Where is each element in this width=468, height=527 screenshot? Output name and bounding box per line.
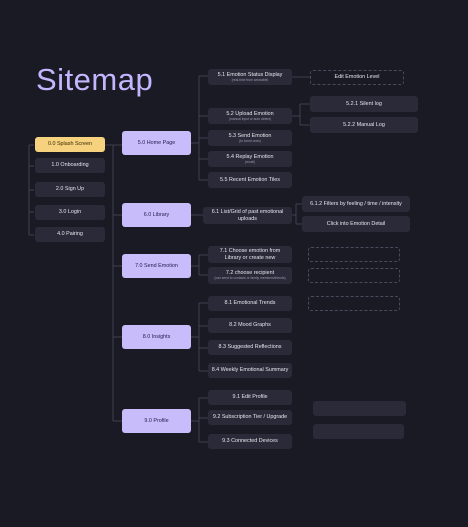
node-placeholder-3 (308, 296, 400, 311)
node-label: Edit Emotion Level (334, 74, 380, 81)
node-label: 1.0 Onboarding (51, 162, 89, 169)
node-send-emotion[interactable]: 7.0 Send Emotion (122, 254, 191, 278)
node-emotional-trends[interactable]: 8.1 Emotional Trends (208, 296, 292, 311)
node-sublabel: (can send to contacts or family members/… (214, 276, 286, 281)
node-label: 8.3 Suggested Reflections (218, 344, 282, 351)
node-label: 5.2 Upload Emotion (226, 110, 274, 117)
node-placeholder-2 (308, 268, 400, 283)
node-label: 9.1 Edit Profile (232, 394, 268, 401)
node-home-page[interactable]: 5.0 Home Page (122, 131, 191, 155)
node-label: 8.0 Insights (142, 333, 171, 340)
node-sublabel: (manual input or auto detect) (228, 116, 272, 121)
node-label: 5.1 Emotion Status Display (217, 71, 283, 78)
node-manual-log[interactable]: 5.2.2 Manual Log (310, 117, 418, 133)
node-label: 8.2 Mood Graphs (229, 322, 271, 329)
node-login[interactable]: 3.0 Login (35, 205, 105, 220)
node-past-uploads-list[interactable]: 6.1 List/Grid of past emotional uploads (203, 207, 292, 224)
node-sign-up[interactable]: 2.0 Sign Up (35, 182, 105, 197)
node-label: 6.0 Library (143, 211, 170, 218)
node-connected-devices[interactable]: 9.3 Connected Devices (208, 434, 292, 449)
node-upload-emotion[interactable]: 5.2 Upload Emotion(manual input or auto … (208, 108, 292, 124)
node-subscription-tier[interactable]: 9.2 Subscription Tier / Upgrade (208, 410, 292, 425)
node-label: 5.5 Recent Emotion Tiles (220, 176, 280, 183)
node-label: 2.0 Sign Up (55, 186, 85, 193)
node-placeholder-4 (313, 401, 406, 416)
node-label: 7.0 Send Emotion (135, 262, 178, 269)
node-choose-emotion[interactable]: 7.1 Choose emotion from Library or creat… (208, 246, 292, 263)
node-label: 5.4 Replay Emotion (226, 153, 274, 160)
node-sublabel: (recall) (244, 159, 256, 164)
node-sublabel: (real-time from wearable) (231, 77, 269, 82)
node-sublabel: (to loved ones) (239, 138, 261, 143)
node-label: 9.2 Subscription Tier / Upgrade (212, 414, 288, 421)
node-label: 6.1.2 Filters by feeling / time / intens… (310, 200, 402, 207)
node-label: 5.2.2 Manual Log (343, 121, 385, 128)
node-label: 8.4 Weekly Emotional Summary (211, 367, 289, 374)
node-splash-screen[interactable]: 0.0 Splash Screen (35, 137, 105, 152)
node-label: 9.3 Connected Devices (222, 438, 278, 445)
node-replay-emotion[interactable]: 5.4 Replay Emotion(recall) (208, 151, 292, 167)
node-silent-log[interactable]: 5.2.1 Silent log (310, 96, 418, 112)
node-label: 4.0 Pairing (57, 231, 83, 238)
node-insights[interactable]: 8.0 Insights (122, 325, 191, 349)
node-send-emotion-child[interactable]: 5.3 Send Emotion(to loved ones) (208, 130, 292, 146)
node-edit-profile[interactable]: 9.1 Edit Profile (208, 390, 292, 405)
node-recent-emotion-tiles[interactable]: 5.5 Recent Emotion Tiles (208, 172, 292, 188)
node-placeholder-5 (313, 424, 404, 439)
node-emotion-detail[interactable]: Click into Emotion Detail (302, 216, 410, 232)
node-filters[interactable]: 6.1.2 Filters by feeling / time / intens… (302, 196, 410, 212)
node-label: Click into Emotion Detail (326, 220, 386, 227)
node-label: 5.3 Send Emotion (228, 132, 272, 139)
node-onboarding[interactable]: 1.0 Onboarding (35, 158, 105, 173)
node-pairing[interactable]: 4.0 Pairing (35, 227, 105, 242)
node-profile[interactable]: 9.0 Profile (122, 409, 191, 433)
node-library[interactable]: 6.0 Library (122, 203, 191, 227)
node-emotion-status-display[interactable]: 5.1 Emotion Status Display(real-time fro… (208, 69, 292, 85)
node-choose-recipient[interactable]: 7.2 choose recipient(can send to contact… (208, 267, 292, 284)
node-label: 0.0 Splash Screen (47, 141, 93, 148)
node-label: 5.2.1 Silent log (346, 100, 382, 107)
node-edit-emotion-level[interactable]: Edit Emotion Level (310, 70, 404, 85)
page-title: Sitemap (36, 62, 154, 97)
node-label: 6.1 List/Grid of past emotional uploads (211, 209, 284, 222)
node-label: 3.0 Login (58, 209, 82, 216)
node-suggested-reflections[interactable]: 8.3 Suggested Reflections (208, 340, 292, 355)
node-mood-graphs[interactable]: 8.2 Mood Graphs (208, 318, 292, 333)
node-weekly-summary[interactable]: 8.4 Weekly Emotional Summary (208, 363, 292, 378)
node-label: 5.0 Home Page (137, 139, 176, 146)
node-label: 9.0 Profile (144, 417, 169, 424)
node-label: 8.1 Emotional Trends (224, 300, 276, 307)
node-label: 7.2 choose recipient (225, 270, 275, 276)
node-placeholder-1 (308, 247, 400, 262)
node-label: 7.1 Choose emotion from Library or creat… (219, 248, 281, 261)
